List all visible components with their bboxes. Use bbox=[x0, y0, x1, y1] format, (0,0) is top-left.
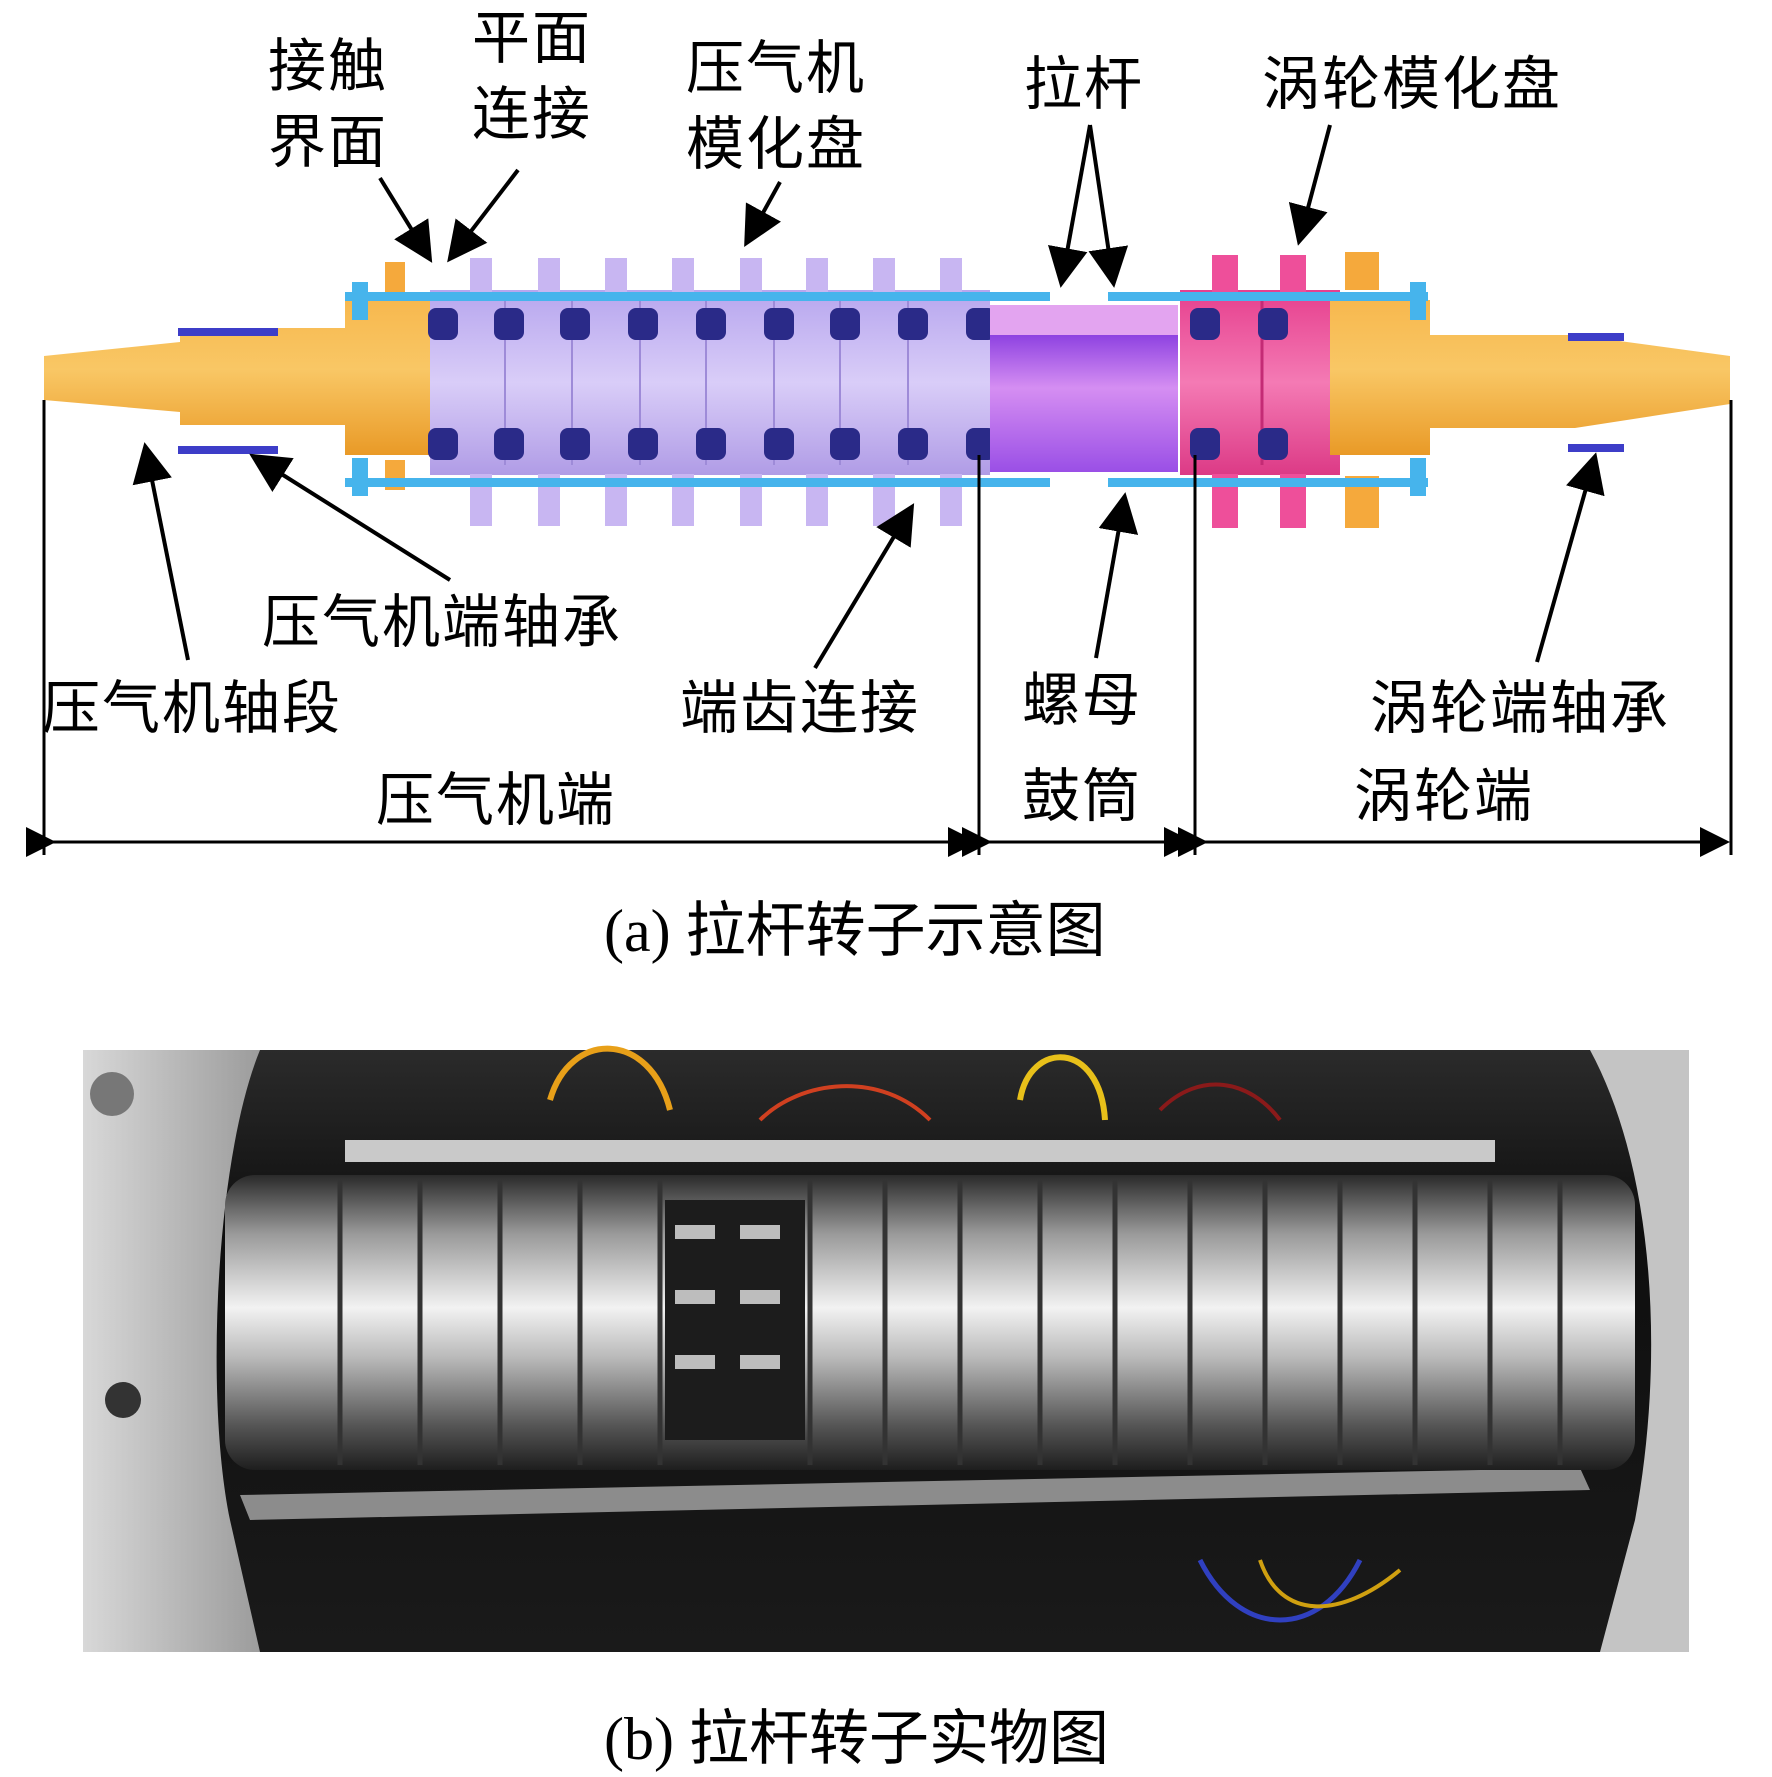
label-tie-rod: 拉杆 bbox=[1024, 50, 1145, 118]
label-turbine-disk: 涡轮模化盘 bbox=[1262, 50, 1563, 118]
label-drum: 鼓筒 bbox=[1022, 762, 1143, 830]
dimension-lines bbox=[26, 400, 1733, 857]
turbine-bearing bbox=[1568, 333, 1624, 341]
label-compressor-shaft: 压气机轴段 bbox=[42, 674, 343, 742]
label-curvic-coupling: 端齿连接 bbox=[680, 674, 921, 742]
leader-arrows bbox=[132, 124, 1605, 670]
label-contact-interface: 接触 界面 bbox=[268, 32, 389, 176]
caption-a: (a) 拉杆转子示意图 bbox=[604, 898, 1106, 964]
rotor-photo bbox=[83, 1045, 1689, 1652]
label-compressor-end: 压气机端 bbox=[376, 766, 617, 834]
tie-rod bbox=[345, 282, 1428, 496]
caption-b: (b) 拉杆转子实物图 bbox=[604, 1706, 1109, 1772]
label-nut: 螺母 bbox=[1022, 666, 1143, 734]
turbine-bearing-lower bbox=[1568, 444, 1624, 452]
turbine-shaft bbox=[1330, 252, 1730, 528]
label-compressor-disk: 压气机 模化盘 bbox=[686, 34, 867, 178]
drum bbox=[990, 332, 1178, 472]
label-turbine-bearing: 涡轮端轴承 bbox=[1370, 674, 1671, 742]
label-turbine-end: 涡轮端 bbox=[1354, 762, 1535, 830]
turbine-disk-stack bbox=[1180, 255, 1340, 528]
label-compressor-bearing: 压气机端轴承 bbox=[262, 588, 623, 656]
compressor-bearing bbox=[178, 328, 278, 336]
compressor-disk-stack bbox=[428, 258, 996, 526]
compressor-bearing-lower bbox=[178, 446, 278, 454]
label-flat-connection: 平面 连接 bbox=[472, 4, 593, 148]
drum-flange bbox=[990, 305, 1178, 335]
